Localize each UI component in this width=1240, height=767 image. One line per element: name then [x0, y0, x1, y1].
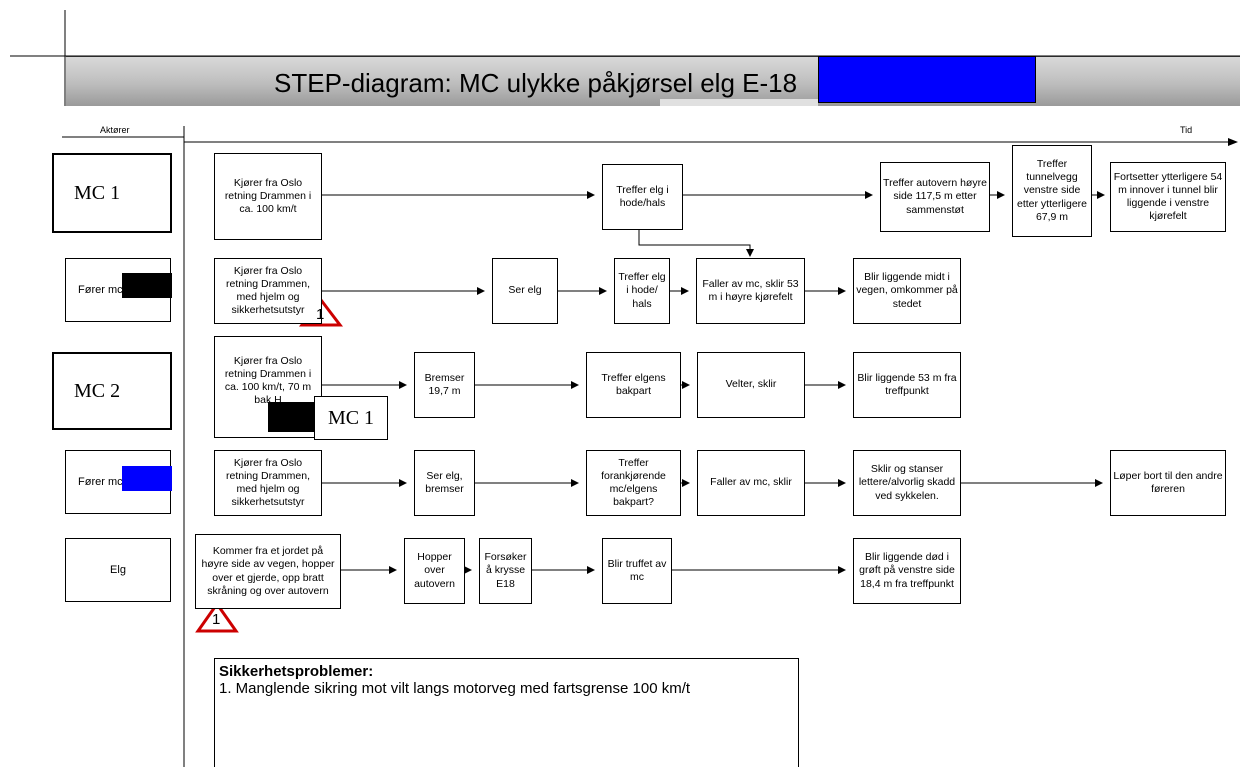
event-elg-blir-liggende: Blir liggende død i grøft på venstre sid… [853, 538, 961, 604]
event-f1-ser-elg: Ser elg [492, 258, 558, 324]
event-mc2-blir-liggende: Blir liggende 53 m fra treffpunkt [853, 352, 961, 418]
event-f2-faller: Faller av mc, sklir [697, 450, 805, 516]
actor-mc1-label: MC 1 [74, 181, 121, 204]
event-f2-loper-bort: Løper bort til den andre føreren [1110, 450, 1226, 516]
warning-number-1: 1 [212, 611, 221, 628]
event-elg-forsoker: Forsøker å krysse E18 [479, 538, 532, 604]
safety-problem-item: 1. Manglende sikring mot vilt langs moto… [219, 680, 691, 697]
actors-axis-label: Aktører [100, 125, 130, 135]
actor-elg: Elg [65, 538, 171, 602]
diagram-title: STEP-diagram: MC ulykke påkjørsel elg E-… [274, 68, 798, 98]
event-f1-blir-liggende: Blir liggende midt i vegen, omkommer på … [853, 258, 961, 324]
redaction-block [122, 273, 172, 298]
safety-problems-box: Sikkerhetsproblemer: 1. Manglende sikrin… [214, 658, 799, 767]
time-axis-label: Tid [1180, 125, 1193, 135]
event-elg-kommer: Kommer fra et jordet på høyre side av ve… [195, 534, 341, 609]
callout-mc1: MC 1 [314, 396, 388, 440]
warning-number-1: 1 [316, 306, 325, 323]
event-mc1-treffer-tunnelvegg: Treffer tunnelvegg venstre side etter yt… [1012, 145, 1092, 237]
safety-problems-heading: Sikkerhetsproblemer: [219, 663, 374, 680]
event-f2-ser-elg: Ser elg, bremser [414, 450, 475, 516]
event-mc2-velter: Velter, sklir [697, 352, 805, 418]
actor-mc2: MC 2 [52, 352, 172, 430]
redaction-block [268, 402, 322, 432]
event-f1-kjorer: Kjører fra Oslo retning Drammen, med hje… [214, 258, 322, 324]
title-highlight [660, 99, 818, 106]
title-bar [66, 56, 1240, 106]
event-f2-sklir-stanser: Sklir og stanser lettere/alvorlig skadd … [853, 450, 961, 516]
actor-mc2-label: MC 2 [74, 379, 121, 402]
event-mc1-treffer-elg: Treffer elg i hode/hals [602, 164, 683, 230]
event-mc2-bremser: Bremser 19,7 m [414, 352, 475, 418]
event-f2-kjorer: Kjører fra Oslo retning Drammen, med hje… [214, 450, 322, 516]
event-f1-faller: Faller av mc, sklir 53 m i høyre kjørefe… [696, 258, 805, 324]
event-mc1-treffer-autovern: Treffer autovern høyre side 117,5 m ette… [880, 162, 990, 232]
actor-forer-mc2-label: Fører mc [78, 476, 123, 488]
event-mc2-treffer-bakpart: Treffer elgens bakpart [586, 352, 681, 418]
actor-forer-mc1-label: Fører mc [78, 284, 123, 296]
title-redaction-block [818, 56, 1036, 103]
redaction-block-blue [122, 466, 172, 491]
actor-elg-label: Elg [110, 564, 126, 576]
event-elg-blir-truffet: Blir truffet av mc [602, 538, 672, 604]
event-f1-treffer-elg: Treffer elg i hode/ hals [614, 258, 670, 324]
event-f2-treffer: Treffer forankjørende mc/elgens bakpart? [586, 450, 681, 516]
event-elg-hopper: Hopper over autovern [404, 538, 465, 604]
actor-mc1: MC 1 [52, 153, 172, 233]
event-mc1-kjorer: Kjører fra Oslo retning Drammen i ca. 10… [214, 153, 322, 240]
event-mc1-fortsetter: Fortsetter ytterligere 54 m innover i tu… [1110, 162, 1226, 232]
